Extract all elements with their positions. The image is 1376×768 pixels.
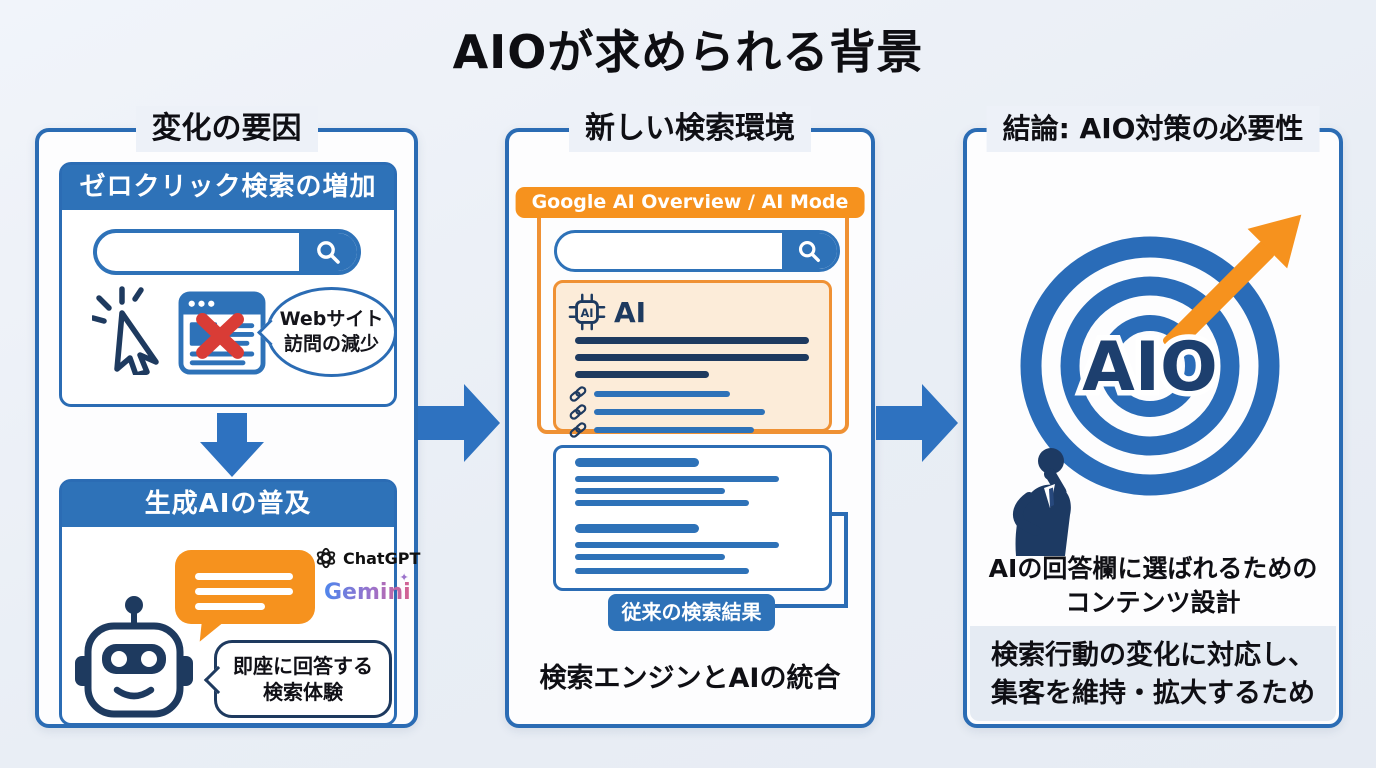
citation-row bbox=[569, 385, 730, 403]
citation-row bbox=[569, 421, 754, 439]
ai-chip-icon: AI bbox=[568, 293, 606, 331]
ai-answer-label: AI bbox=[614, 295, 647, 329]
organic-results-box bbox=[553, 445, 832, 591]
ai-text-line bbox=[575, 337, 809, 344]
chatgpt-icon bbox=[316, 547, 336, 569]
citation-row bbox=[569, 403, 765, 421]
ai-answer-box: AI AI bbox=[553, 280, 832, 438]
growth-arrow-icon bbox=[1162, 214, 1302, 354]
down-arrow-icon bbox=[200, 413, 264, 477]
chatgpt-label: ChatGPT bbox=[343, 548, 421, 568]
robot-icon bbox=[75, 596, 193, 718]
result-line bbox=[575, 542, 779, 548]
link-icon bbox=[569, 422, 587, 438]
ai-text-line bbox=[575, 371, 709, 378]
gemini-label: Gemini bbox=[324, 580, 411, 605]
panel-conclusion-title: 結論: AIO対策の必要性 bbox=[986, 106, 1320, 152]
chat-line bbox=[195, 588, 293, 595]
instant-answer-bubble: 即座に回答する 検索体験 bbox=[203, 640, 392, 718]
ai-overview-tab: Google AI Overview / AI Mode bbox=[515, 187, 865, 218]
search-bar-illustration bbox=[93, 229, 361, 275]
citation-line bbox=[594, 409, 765, 415]
search-icon bbox=[299, 233, 357, 271]
panel-change-title: 変化の要因 bbox=[135, 106, 318, 152]
cursor-click-icon bbox=[92, 286, 159, 375]
search-icon bbox=[782, 233, 837, 269]
right-arrow-icon bbox=[418, 384, 500, 462]
bubble-text-line2: 訪問の減少 bbox=[283, 333, 379, 355]
x-mark-icon bbox=[196, 312, 244, 359]
bubble-text-line2: 検索体験 bbox=[263, 680, 343, 704]
link-icon bbox=[569, 386, 587, 402]
environment-caption: 検索エンジンとAIの統合 bbox=[539, 663, 841, 694]
ai-answer-head: AI AI bbox=[568, 293, 646, 331]
result-line bbox=[575, 476, 779, 482]
conclusion-footer-line1: 検索行動の変化に対応し、 bbox=[991, 640, 1315, 671]
chat-bubble-icon bbox=[175, 550, 315, 645]
results-bracket-line bbox=[775, 604, 848, 608]
results-bracket bbox=[831, 512, 848, 608]
citation-line bbox=[594, 427, 754, 433]
chat-line bbox=[195, 573, 293, 580]
zero-click-card: ゼロクリック検索の増加 bbox=[59, 162, 397, 407]
citation-line bbox=[594, 391, 730, 397]
conclusion-message: AIの回答欄に選ばれるための コンテンツ設計 bbox=[967, 552, 1339, 620]
thinking-businessman-icon bbox=[1013, 448, 1071, 556]
search-bar-illustration bbox=[554, 230, 840, 272]
right-arrow-icon bbox=[876, 384, 958, 462]
panel-environment-title: 新しい検索環境 bbox=[569, 106, 811, 152]
bubble-text-line1: Webサイト bbox=[279, 308, 384, 331]
result-line bbox=[575, 500, 749, 506]
bubble-tail bbox=[203, 665, 233, 695]
gemini-brand: Gemini ✦ bbox=[324, 571, 411, 605]
sparkle-icon: ✦ bbox=[399, 571, 409, 584]
aio-target-icon: AIO bbox=[1020, 214, 1302, 496]
result-line bbox=[575, 488, 725, 494]
panel-change-factors: 変化の要因 ゼロクリック検索の増加 bbox=[35, 106, 420, 728]
web-visit-decline-bubble: Webサイト 訪問の減少 bbox=[257, 287, 397, 377]
aio-target-label: AIO bbox=[1082, 328, 1218, 407]
conclusion-message-line2: コンテンツ設計 bbox=[1065, 587, 1241, 617]
link-icon bbox=[569, 404, 587, 420]
legacy-results-label: 従来の検索結果 bbox=[608, 594, 775, 631]
panel-new-search-environment: 新しい検索環境 Google AI Overview / AI Mode AI bbox=[505, 106, 875, 728]
conclusion-footer-line2: 集客を維持・拡大するため bbox=[991, 677, 1315, 709]
chat-line bbox=[195, 603, 265, 610]
zero-click-header: ゼロクリック検索の増加 bbox=[62, 165, 394, 210]
result-line bbox=[575, 568, 749, 574]
ai-text-line bbox=[575, 354, 809, 361]
chat-bubble-tail bbox=[199, 615, 229, 645]
result-line bbox=[575, 554, 725, 560]
result-title-line bbox=[575, 458, 699, 467]
generative-ai-card: 生成AIの普及 ChatGPT Gemini bbox=[59, 479, 420, 726]
chatgpt-brand: ChatGPT bbox=[314, 546, 420, 570]
gen-ai-header: 生成AIの普及 bbox=[62, 482, 394, 527]
browser-x-icon bbox=[178, 291, 266, 375]
conclusion-message-line1: AIの回答欄に選ばれるための bbox=[988, 554, 1318, 583]
chip-ai-text: AI bbox=[580, 306, 593, 320]
conclusion-footer: 検索行動の変化に対応し、 集客を維持・拡大するため bbox=[970, 626, 1336, 721]
bubble-text-line1: 即座に回答する bbox=[233, 654, 373, 678]
panel-conclusion: 結論: AIO対策の必要性 AIO bbox=[963, 106, 1343, 728]
result-title-line bbox=[575, 524, 699, 533]
page-title: AIOが求められる背景 bbox=[452, 25, 924, 79]
